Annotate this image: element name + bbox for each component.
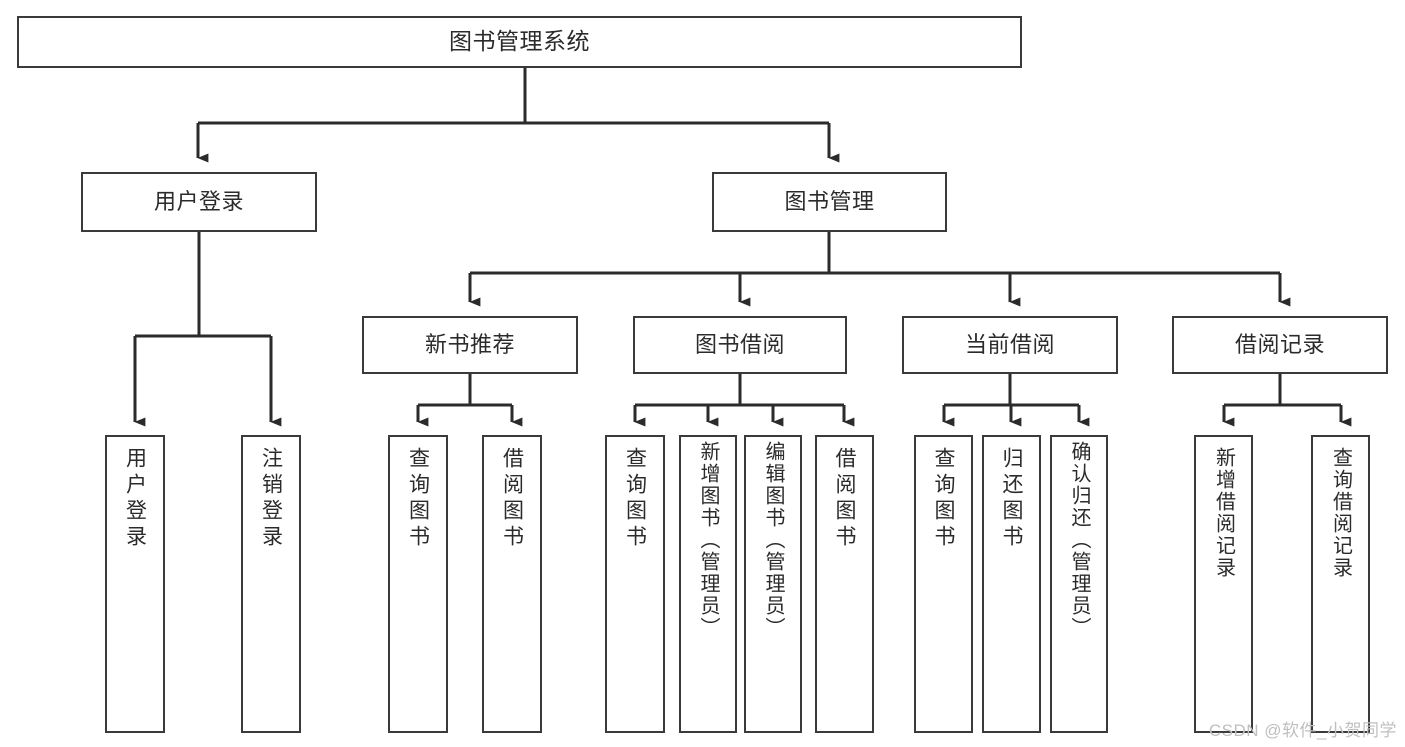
- node-leaf-borrow-book-2[interactable]: 借阅图书: [815, 435, 874, 733]
- node-book-borrow-label: 图书借阅: [694, 331, 785, 357]
- node-leaf-edit-book-label: 编辑图书（管理员）: [762, 441, 784, 639]
- node-borrow-record[interactable]: 借阅记录: [1172, 316, 1388, 374]
- node-leaf-query-book-1[interactable]: 查询图书: [388, 435, 448, 733]
- node-leaf-query-book-1-label: 查询图书: [406, 447, 430, 551]
- node-leaf-add-book-label: 新增图书（管理员）: [697, 441, 719, 639]
- node-leaf-borrow-book-1-label: 借阅图书: [500, 447, 524, 551]
- node-leaf-query-borrow-record-label: 查询借阅记录: [1329, 447, 1352, 579]
- node-leaf-return-book-label: 归还图书: [1000, 447, 1023, 551]
- node-leaf-logout-login-label: 注销登录: [259, 447, 283, 551]
- node-borrow-record-label: 借阅记录: [1234, 331, 1325, 357]
- node-book-management-label: 图书管理: [784, 188, 875, 214]
- node-new-book-recommend[interactable]: 新书推荐: [362, 316, 578, 374]
- node-leaf-user-login[interactable]: 用户登录: [105, 435, 165, 733]
- node-book-borrow[interactable]: 图书借阅: [633, 316, 847, 374]
- node-leaf-query-borrow-record[interactable]: 查询借阅记录: [1311, 435, 1370, 733]
- node-leaf-query-book-2-label: 查询图书: [623, 447, 647, 551]
- node-leaf-logout-login[interactable]: 注销登录: [241, 435, 301, 733]
- node-leaf-confirm-return-label: 确认归还（管理员）: [1068, 441, 1090, 639]
- node-user-login[interactable]: 用户登录: [81, 172, 317, 232]
- node-leaf-add-borrow-record-label: 新增借阅记录: [1212, 447, 1235, 579]
- node-leaf-borrow-book-2-label: 借阅图书: [833, 447, 856, 551]
- node-leaf-query-book-3-label: 查询图书: [932, 447, 955, 551]
- node-user-login-label: 用户登录: [153, 188, 244, 214]
- csdn-watermark: CSDN @软件_小贺同学: [1208, 721, 1397, 740]
- node-root-label: 图书管理系统: [449, 28, 590, 55]
- node-leaf-confirm-return[interactable]: 确认归还（管理员）: [1050, 435, 1108, 733]
- node-current-borrow-label: 当前借阅: [964, 331, 1055, 357]
- node-leaf-user-login-label: 用户登录: [123, 447, 147, 551]
- node-leaf-borrow-book-1[interactable]: 借阅图书: [482, 435, 542, 733]
- node-leaf-query-book-2[interactable]: 查询图书: [605, 435, 665, 733]
- node-current-borrow[interactable]: 当前借阅: [902, 316, 1118, 374]
- node-book-management[interactable]: 图书管理: [712, 172, 947, 232]
- node-leaf-return-book[interactable]: 归还图书: [982, 435, 1041, 733]
- node-new-book-recommend-label: 新书推荐: [424, 331, 515, 357]
- node-leaf-add-book[interactable]: 新增图书（管理员）: [679, 435, 737, 733]
- node-root-system[interactable]: 图书管理系统: [17, 16, 1022, 68]
- node-leaf-add-borrow-record[interactable]: 新增借阅记录: [1194, 435, 1253, 733]
- node-leaf-edit-book[interactable]: 编辑图书（管理员）: [744, 435, 802, 733]
- node-leaf-query-book-3[interactable]: 查询图书: [914, 435, 973, 733]
